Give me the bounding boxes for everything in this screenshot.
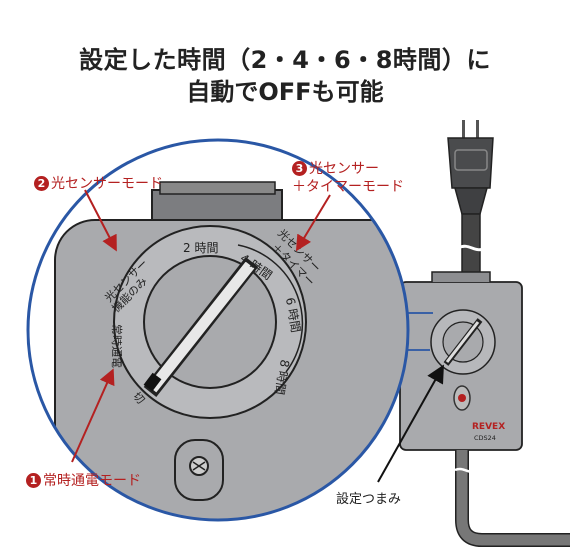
power-plug-icon	[447, 120, 494, 285]
headline-line1: 設定した時間（2・4・6・8時間）に	[79, 46, 491, 74]
callout-3-label-1: 光センサー	[309, 161, 379, 177]
headline-line2: 自動でOFFも可能	[186, 78, 384, 106]
callout-3-arrow	[295, 194, 331, 252]
callout-3-number: 3	[292, 161, 307, 176]
timer-device-small	[399, 271, 570, 547]
dial-6h: 6 時間	[283, 296, 303, 333]
callout-1-number: 1	[26, 473, 41, 488]
callout-2-arrow	[84, 189, 117, 252]
knob-label: 設定つまみ	[336, 492, 402, 507]
callout-2-number: 2	[34, 176, 49, 191]
callout-2-label: 光センサーモード	[51, 176, 163, 192]
dial-8h: 8 時間	[272, 358, 292, 395]
dial-2h: 2 時間	[183, 241, 218, 255]
dial-always-on: 常時通電	[110, 324, 123, 368]
callout-3-label-2: ＋タイマーモード	[292, 179, 404, 195]
brand-logo: REVEX	[472, 422, 505, 432]
model-number: CDS24	[474, 434, 496, 442]
knob-arrow	[377, 364, 444, 483]
magnified-dial-view	[26, 138, 410, 522]
callout-1-label: 常時通電モード	[43, 473, 141, 489]
callout-1-arrow	[71, 368, 115, 463]
